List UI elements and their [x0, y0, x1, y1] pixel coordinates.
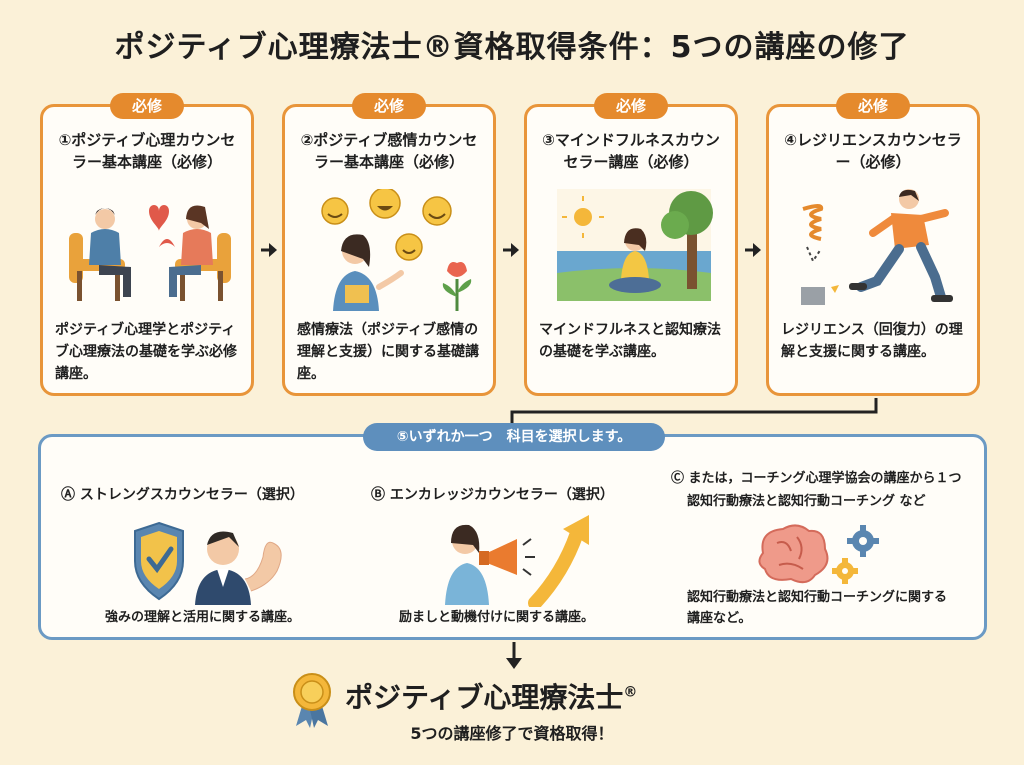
course-card-3: 必修 ③マインドフルネスカウンセラー講座（必修） マインドフルネスと認知療法の基… — [524, 93, 738, 396]
emotions-illustration-icon — [321, 189, 472, 311]
course-title: ④レジリエンスカウンセラー（必修） — [784, 131, 962, 171]
page-title: ポジティブ心理療法士®資格取得条件：5つの講座の修了 — [114, 30, 910, 65]
option-c-title-line2: 認知行動療法と認知行動コーチング など — [687, 494, 926, 509]
arrow-right-icon — [503, 243, 519, 257]
meditation-illustration-icon — [557, 189, 713, 301]
result-subtitle: 5つの講座修了で資格取得！ — [410, 724, 614, 743]
required-badge: 必修 — [110, 93, 184, 119]
brain-gears-icon — [758, 524, 879, 584]
course-card-1: 必修 ①ポジティブ心理カウンセラー基本講座（必修） ポジティブ心理学とポジティブ… — [40, 93, 254, 396]
required-badge: 必修 — [594, 93, 668, 119]
counseling-illustration-icon — [69, 205, 231, 301]
course-title: ③マインドフルネスカウンセラー講座（必修） — [542, 131, 720, 171]
option-b-title: Ⓑ エンカレッジカウンセラー（選択） — [371, 487, 614, 503]
elective-section: ⑤いずれか一つ 科目を選択します。 Ⓐ ストレングスカウンセラー（選択） 強みの… — [38, 423, 987, 640]
award-medal-icon — [293, 673, 331, 728]
option-a-description: 強みの理解と活用に関する講座。 — [105, 610, 301, 625]
course-description: 感情療法（ポジティブ感情の理解と支援）に関する基礎講座。 — [297, 322, 479, 382]
arrow-right-icon — [261, 243, 277, 257]
option-b-description: 励ましと動機付けに関する講座。 — [399, 610, 595, 625]
course-description: レジリエンス（回復力）の理解と支援に関する講座。 — [781, 322, 963, 360]
result-title: ポジティブ心理療法士® — [345, 681, 638, 714]
megaphone-encourage-icon — [445, 515, 589, 607]
course-card-4: 必修 ④レジリエンスカウンセラー（必修） レジリエンス（回復力）の理解と支援に関… — [766, 93, 980, 396]
required-badge: 必修 — [352, 93, 426, 119]
strength-shield-icon — [134, 521, 282, 605]
running-illustration-icon — [801, 189, 953, 305]
arrow-down-icon — [506, 642, 522, 669]
course-title: ②ポジティブ感情カウンセラー基本講座（必修） — [300, 131, 478, 171]
course-card-2: 必修 ②ポジティブ感情カウンセラー基本講座（必修） 感情療法（ポジティブ感情の理… — [282, 93, 496, 396]
arrow-right-icon — [745, 243, 761, 257]
course-title: ①ポジティブ心理カウンセラー基本講座（必修） — [58, 131, 236, 171]
option-a-title: Ⓐ ストレングスカウンセラー（選択） — [61, 487, 304, 503]
course-description: ポジティブ心理学とポジティブ心理療法の基礎を学ぶ必修講座。 — [55, 322, 237, 382]
course-description: マインドフルネスと認知療法の基礎を学ぶ講座。 — [539, 322, 721, 360]
elective-badge: ⑤いずれか一つ 科目を選択します。 — [363, 423, 665, 451]
option-c-description: 認知行動療法と認知行動コーチングに関する講座など。 — [687, 590, 948, 626]
option-c-title-line1: Ⓒ または，コーチング心理学協会の講座から１つ — [671, 471, 962, 486]
required-badge: 必修 — [836, 93, 910, 119]
